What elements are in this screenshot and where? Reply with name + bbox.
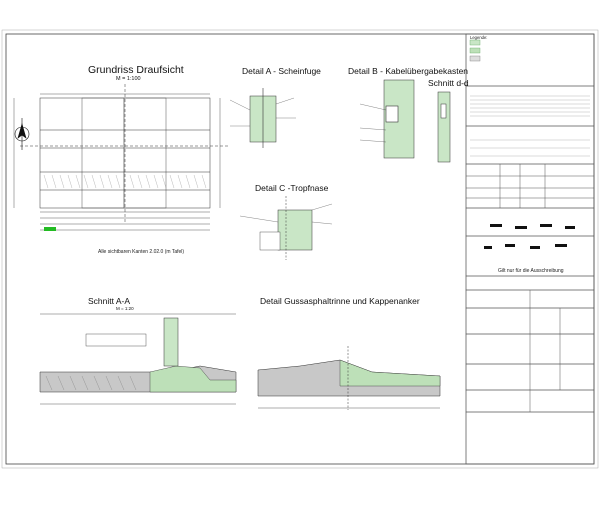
detail-b-drawing: [359, 79, 415, 159]
detail-b-title: Detail B - Kabelübergabekasten: [348, 66, 469, 76]
gilt-note: Gilt nur für die Ausschreibung: [498, 268, 564, 274]
schnitt-aa-title: Schnitt A-A: [88, 296, 131, 306]
north-arrow: [14, 118, 30, 150]
grundriss-title: Grundriss Draufsicht: [88, 64, 184, 76]
legend-swatches: [469, 39, 481, 62]
legend-title: Legende:: [470, 35, 488, 40]
detail-a-drawing: [229, 88, 296, 148]
detail-guss-drawing: [257, 346, 441, 410]
schnitt-dd-title: Schnitt d-d: [428, 78, 469, 88]
detail-c-drawing: [239, 196, 333, 260]
detail-c-title: Detail C -Tropfnase: [255, 183, 329, 193]
detail-a-title: Detail A - Scheinfuge: [242, 66, 321, 76]
title-block: [465, 33, 595, 465]
schnitt-dd-drawing: [437, 91, 451, 163]
stamp-blocks: [484, 224, 575, 249]
abstand-note: Alle sichtbaren Kanten 2.02.0 (m Tafel): [98, 249, 185, 255]
grundriss-plan: [20, 84, 230, 222]
schnitt-aa-scale: M = 1:20: [116, 306, 134, 311]
schnitt-aa-drawing: [39, 313, 237, 405]
detail-guss-title: Detail Gussasphaltrinne und Kappenanker: [260, 296, 420, 306]
grundriss-scale: M = 1:100: [116, 76, 141, 82]
